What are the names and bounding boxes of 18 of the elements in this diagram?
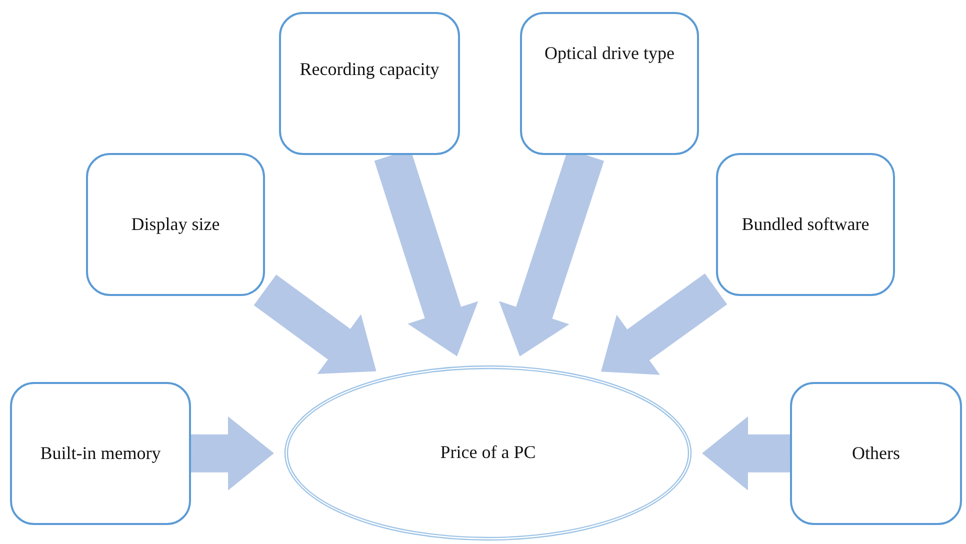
rounded-box — [716, 153, 895, 296]
node-label: Others — [852, 442, 900, 464]
node-label: Bundled software — [742, 214, 870, 236]
block-arrow — [601, 274, 728, 375]
rounded-box — [520, 12, 699, 155]
block-arrow — [702, 416, 790, 490]
node-label: Optical drive type — [544, 42, 674, 64]
block-arrow — [254, 274, 376, 374]
node-label: Price of a PC — [440, 442, 536, 464]
node-label: Recording capacity — [300, 58, 440, 80]
node-label: Built-in memory — [40, 442, 161, 464]
rounded-box — [86, 153, 265, 296]
block-arrow — [190, 416, 274, 490]
rounded-box — [279, 12, 460, 155]
rounded-box — [10, 382, 191, 525]
rounded-box — [790, 382, 962, 525]
node-label: Display size — [131, 214, 220, 236]
ellipse-node — [284, 365, 692, 541]
